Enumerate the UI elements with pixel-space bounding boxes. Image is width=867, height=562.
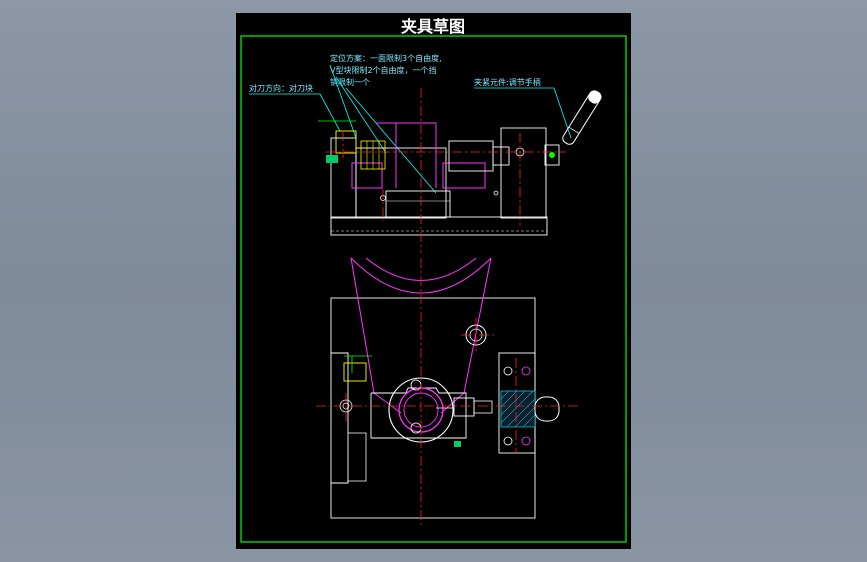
fixture-body — [355, 147, 447, 219]
handle-knob-top — [534, 396, 560, 422]
leader-lines — [249, 64, 572, 194]
top-view — [316, 257, 581, 528]
locating-scheme-line1: 定位方案：一面限制3个自由度, — [330, 53, 442, 63]
v-block — [385, 190, 451, 218]
top-centerlines — [316, 258, 581, 528]
tool-setting-block — [335, 130, 357, 154]
drawing-title: 夹具草图 — [401, 17, 465, 36]
locating-scheme-line3: 销限制一个 — [330, 77, 370, 87]
drawing-sheet: 夹具草图 定位方案：一面限制3个自由度, V型块限制2个自由度，一个挡 销限制一… — [236, 13, 631, 549]
locating-scheme-line2: V型块限制2个自由度，一个挡 — [330, 65, 437, 75]
hatched-section — [500, 390, 536, 428]
front-view — [318, 88, 602, 253]
clamping-screw — [473, 400, 493, 414]
clamp-screw-housing — [448, 140, 494, 172]
front-centerlines — [326, 88, 566, 253]
fixture-drawing: 夹具草图 定位方案：一面限制3个自由度, V型块限制2个自由度，一个挡 销限制一… — [240, 17, 627, 543]
tool-setting-note: 对刀方向：对刀块 — [249, 83, 313, 93]
workpiece-hidden — [351, 122, 486, 189]
border-frame — [240, 35, 627, 543]
clamping-note: 夹紧元件:调节手柄 — [474, 77, 541, 87]
clamp-bracket — [500, 127, 547, 219]
adjusting-handle — [562, 90, 602, 145]
tool-setting-marker — [326, 155, 338, 163]
base-plate — [330, 216, 548, 236]
v-block-plate — [370, 387, 467, 439]
tool-block-top — [343, 362, 367, 382]
